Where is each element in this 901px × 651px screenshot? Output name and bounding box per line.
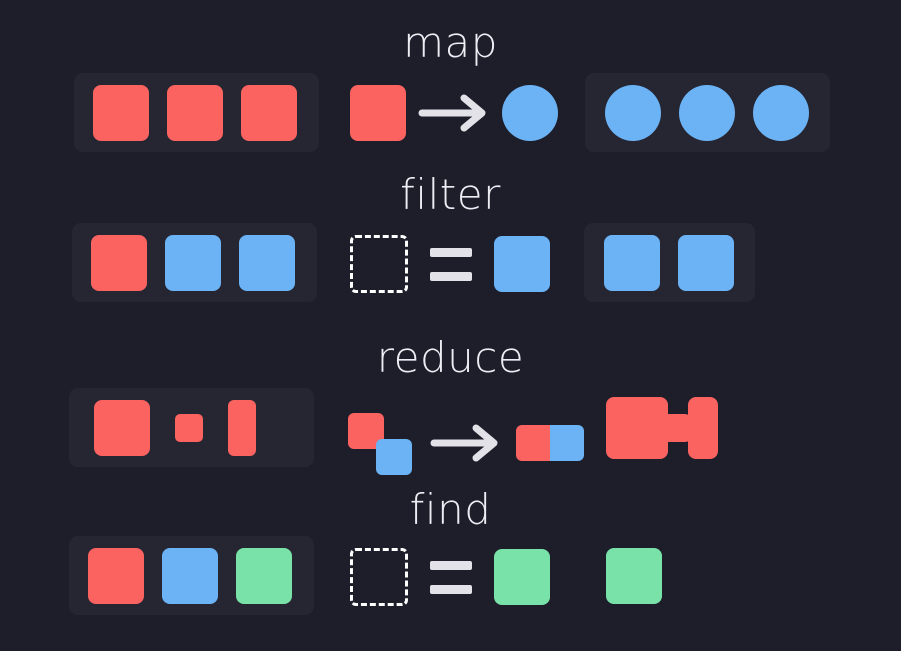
find-output-group bbox=[606, 548, 662, 604]
blue-circle bbox=[753, 85, 809, 141]
green-square bbox=[494, 549, 550, 605]
red-square bbox=[350, 85, 406, 141]
blue-square bbox=[604, 235, 660, 291]
red-square-result bbox=[516, 425, 550, 461]
blue-circle bbox=[502, 85, 558, 141]
blue-square bbox=[162, 548, 218, 604]
equals-bar-bottom bbox=[430, 584, 472, 594]
blue-square bbox=[165, 235, 221, 291]
map-input-group bbox=[93, 85, 297, 141]
row-reduce: reduce bbox=[0, 315, 901, 480]
red-square-small bbox=[175, 413, 203, 442]
blue-square-result bbox=[550, 425, 584, 461]
blue-square bbox=[494, 236, 550, 292]
row-filter: filter bbox=[0, 165, 901, 315]
row-label-find: find bbox=[409, 485, 492, 534]
green-square bbox=[606, 548, 662, 604]
composite-small-square bbox=[661, 414, 691, 442]
row-map: map bbox=[0, 0, 901, 165]
reduce-operator-group bbox=[348, 381, 584, 475]
row-label-reduce: reduce bbox=[376, 333, 525, 382]
equals-bar-bottom bbox=[430, 271, 472, 281]
filter-input-group bbox=[91, 235, 295, 291]
row-find: find bbox=[0, 480, 901, 651]
red-square bbox=[93, 85, 149, 141]
filter-operator-group bbox=[350, 235, 550, 293]
equals-bar-top bbox=[430, 247, 472, 257]
dashed-square-placeholder bbox=[350, 548, 408, 606]
blue-square bbox=[239, 235, 295, 291]
red-rect-tall bbox=[228, 399, 256, 456]
red-square-large bbox=[94, 399, 150, 456]
red-square bbox=[241, 85, 297, 141]
arrow-right-icon bbox=[430, 424, 498, 462]
composite-large-square bbox=[606, 397, 668, 459]
reduce-input-group bbox=[94, 388, 256, 467]
red-square bbox=[88, 548, 144, 604]
equals-bar-top bbox=[430, 560, 472, 570]
equals-icon bbox=[430, 247, 472, 281]
row-label-map: map bbox=[403, 18, 498, 67]
composite-tall-rect bbox=[688, 397, 718, 459]
row-label-filter: filter bbox=[400, 170, 501, 219]
map-operator-group bbox=[350, 85, 558, 141]
blue-circle bbox=[605, 85, 661, 141]
map-output-group bbox=[605, 85, 809, 141]
red-square bbox=[167, 85, 223, 141]
arrow-right-icon bbox=[418, 94, 486, 132]
blue-square bbox=[678, 235, 734, 291]
dashed-square-placeholder bbox=[350, 235, 408, 293]
blue-circle bbox=[679, 85, 735, 141]
find-operator-group bbox=[350, 548, 550, 606]
red-square bbox=[91, 235, 147, 291]
green-square bbox=[236, 548, 292, 604]
equals-icon bbox=[430, 560, 472, 594]
reduce-output-composite bbox=[606, 389, 718, 467]
filter-output-group bbox=[604, 235, 734, 291]
find-input-group bbox=[88, 548, 292, 604]
blue-square-operand bbox=[376, 439, 412, 475]
